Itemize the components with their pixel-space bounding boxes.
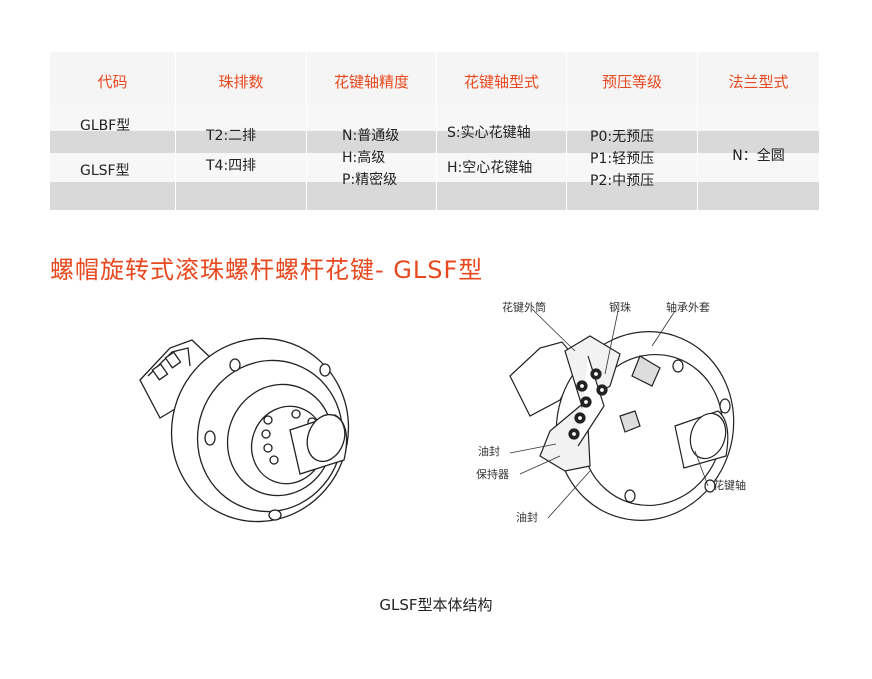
callout-spline-shaft: 花键轴: [713, 479, 746, 492]
table-header-row: [50, 52, 819, 104]
precision-value: H:高级: [342, 150, 386, 166]
code-value: GLSF型: [80, 163, 130, 179]
column-divider: [436, 52, 437, 210]
column-divider: [566, 52, 567, 210]
header-flange: 法兰型式: [728, 73, 789, 91]
callout-bearing-housing: 轴承外套: [666, 301, 710, 314]
header-code: 代码: [97, 73, 128, 91]
header-shaft-type: 花键轴型式: [463, 73, 539, 91]
ball-rows-value: T4:四排: [206, 158, 257, 174]
callout-oil-seal: 油封: [478, 445, 500, 458]
table-band: [50, 182, 819, 210]
callout-retainer: 保持器: [476, 468, 509, 481]
spec-table: 代码 珠排数 花键轴精度 花键轴型式 预压等级 法兰型式 GLBF型 GLSF型…: [50, 52, 819, 210]
column-divider: [175, 52, 176, 210]
section-title: 螺帽旋转式滚珠螺杆螺杆花键- GLSF型: [50, 256, 484, 284]
cutaway-illustration: [509, 308, 735, 521]
callout-oil-seal: 油封: [516, 511, 538, 524]
preload-value: P0:无预压: [590, 129, 655, 145]
header-precision: 花键轴精度: [333, 73, 409, 91]
column-divider: [697, 52, 698, 210]
flange-value: N：全圆: [732, 148, 785, 164]
preload-value: P1:轻预压: [590, 151, 655, 167]
ball-rows-value: T2:二排: [206, 128, 257, 144]
code-value: GLBF型: [80, 118, 131, 134]
precision-value: N:普通级: [342, 128, 400, 144]
figure-caption: GLSF型本体结构: [379, 596, 493, 614]
table-band: [50, 153, 819, 182]
assembled-nut-illustration: [139, 337, 350, 523]
shaft-type-value: S:实心花键轴: [447, 125, 531, 141]
column-divider: [306, 52, 307, 210]
header-ball-rows: 珠排数: [218, 73, 264, 91]
shaft-type-value: H:空心花键轴: [447, 160, 533, 176]
precision-value: P:精密级: [342, 172, 398, 188]
table-band: [50, 104, 819, 131]
callout-steel-ball: 钢珠: [609, 301, 631, 314]
callout-outer-sleeve: 花键外筒: [502, 301, 546, 314]
header-preload: 预压等级: [601, 73, 662, 91]
table-band: [50, 131, 819, 153]
preload-value: P2:中预压: [590, 173, 655, 189]
